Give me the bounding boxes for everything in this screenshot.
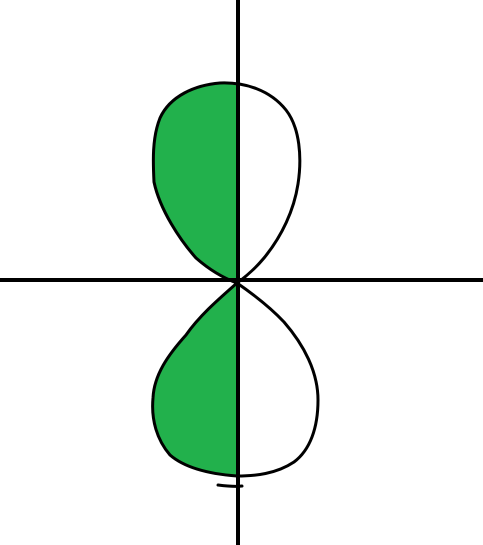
upper-lobe-left-fill [153,83,237,283]
lower-lobe-left-fill [152,283,237,476]
upper-lobe-outline [151,81,302,285]
